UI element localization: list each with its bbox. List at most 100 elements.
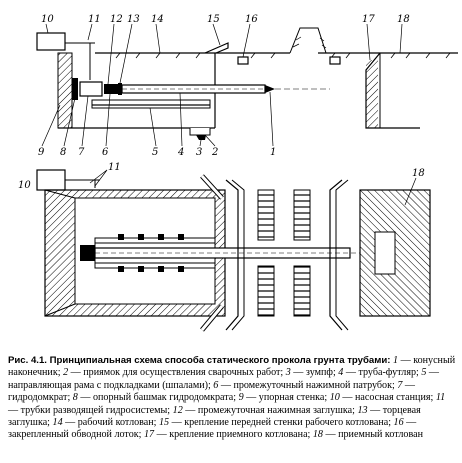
sump [196, 135, 206, 140]
legend-number: 15 [159, 417, 170, 429]
support-shoe [72, 78, 78, 100]
legend-number: 16 [393, 417, 404, 429]
plan-pad [178, 234, 184, 240]
legend-item: 10 — насосная станция; [330, 392, 436, 403]
legend-text: — промежуточный нажимной патрубок; [218, 379, 398, 391]
legend-item: 7 — гидродомкрат; [8, 380, 415, 403]
plan-tray-left [225, 179, 239, 331]
front-wall-support [204, 42, 229, 54]
working-pit-wall-hatch [57, 52, 73, 129]
legend-number: 4 [338, 367, 344, 379]
road-embankment [289, 27, 327, 54]
legend-number: 3 [285, 367, 291, 379]
label-17: 17 [362, 14, 375, 25]
legend-number: 1 [393, 355, 399, 366]
plan-label-11: 11 [108, 162, 121, 173]
legend-item: 14 — рабочий котлован; [53, 417, 159, 428]
legend-text: — крепление передней стенки рабочего кот… [169, 417, 394, 429]
legend-number: 14 [52, 417, 63, 429]
label-8: 8 [60, 147, 66, 158]
receiving-pit-hatch [366, 60, 378, 128]
legend-number: 17 [143, 429, 155, 441]
legend-number: 18 [312, 429, 323, 441]
legend-number: 6 [213, 379, 219, 391]
legend-text: — приямок для осуществления сварочных ра… [68, 367, 286, 379]
caption-title: Рис. 4.1. Принципиальная схема способа с… [8, 355, 391, 366]
plan-hydraulic-tubes [65, 179, 100, 188]
plan-pad [178, 266, 184, 272]
legend-item: 13 — торцевая заглушка; [8, 405, 421, 428]
label-10: 10 [41, 14, 54, 25]
legend-item: 6 — промежуточный нажимной патрубок; [213, 380, 397, 391]
legend-item: 9 — упорная стенка; [239, 392, 330, 403]
plan-tray-right [329, 179, 343, 331]
legend-item: 15 — крепление передней стенки рабочего … [159, 417, 394, 428]
embankment-slope-hatch [292, 36, 327, 49]
plan-road-strip-4 [293, 265, 311, 317]
legend-text: — опорный башмак гидродомкрата; [77, 392, 239, 404]
label-7: 7 [78, 147, 85, 158]
legend-text: — приемный котлован [322, 429, 423, 441]
guide-frame [91, 99, 211, 109]
plan-road-strip-3 [293, 189, 311, 241]
legend-text: — трубки разводящей гидросистемы; [8, 404, 173, 416]
legend-text: — насосная станция; [339, 392, 436, 404]
legend-text: — рабочий котлован; [62, 417, 159, 429]
longitudinal-section [36, 27, 458, 140]
label-15: 15 [207, 14, 220, 25]
plan-view: 10 11 [18, 162, 431, 332]
caption-legend: 1 — конусный наконечник; 2 — приямок для… [8, 355, 455, 440]
legend-text: — закрепленный обводной лоток; [8, 417, 417, 441]
label-9: 9 [38, 147, 45, 158]
legend-item: 18 — приемный котлован [313, 429, 423, 440]
legend-number: 8 [72, 392, 78, 404]
label-16: 16 [245, 14, 258, 25]
plan-pad [138, 266, 144, 272]
plan-leader-18 [404, 177, 417, 206]
end-plug [118, 83, 122, 95]
plan-pad [158, 234, 164, 240]
legend-text: — зумпф; [290, 367, 339, 379]
legend-text: — крепление приемного котлована; [154, 429, 313, 441]
plan-label-10: 10 [18, 180, 31, 191]
legend-text: — конусный наконечник; [8, 355, 456, 379]
top-leaders [45, 23, 403, 85]
pump-station [36, 32, 66, 51]
legend-text: — промежуточная нажимная заглушка; [182, 404, 358, 416]
plan-tray-left-inner [231, 179, 245, 331]
label-13: 13 [127, 14, 140, 25]
welding-pit [189, 128, 211, 136]
thrust-wall-plan [44, 189, 76, 317]
legend-number: 9 [238, 392, 244, 404]
figure-caption: Рис. 4.1. Принципиальная схема способа с… [8, 355, 456, 442]
legend-item: 8 — опорный башмак гидродомкрата; [73, 392, 239, 403]
label-5: 5 [152, 147, 158, 158]
plan-pad [158, 266, 164, 272]
legend-text: — гидродомкрат; [8, 379, 416, 404]
legend-item: 16 — закрепленный обводной лоток; [8, 417, 416, 440]
legend-item: 3 — зумпф; [286, 367, 339, 378]
strut-top-core [200, 174, 224, 200]
ground-hatch-left [115, 52, 276, 59]
legend-text: — торцевая заглушка; [8, 404, 421, 429]
legend-number: 5 [421, 367, 427, 379]
label-12: 12 [110, 14, 123, 25]
legend-text: — упорная стенка; [243, 392, 330, 404]
label-18: 18 [397, 14, 410, 25]
plan-road-strip-1 [257, 189, 275, 241]
bypass-tray [237, 56, 249, 65]
label-6: 6 [102, 147, 109, 158]
label-2: 2 [211, 147, 218, 158]
legend-number: 7 [397, 379, 403, 391]
label-3: 3 [196, 147, 202, 158]
label-4: 4 [177, 147, 184, 158]
legend-item: 2 — приямок для осуществления сварочных … [63, 367, 286, 378]
legend-number: 13 [357, 404, 368, 416]
receiving-pit-plan-inner [374, 231, 396, 275]
ground-hatch-right [330, 52, 451, 59]
label-14: 14 [151, 14, 164, 25]
legend-number: 10 [329, 392, 340, 404]
legend-number: 2 [63, 367, 69, 379]
bypass-tray-right [329, 56, 341, 65]
